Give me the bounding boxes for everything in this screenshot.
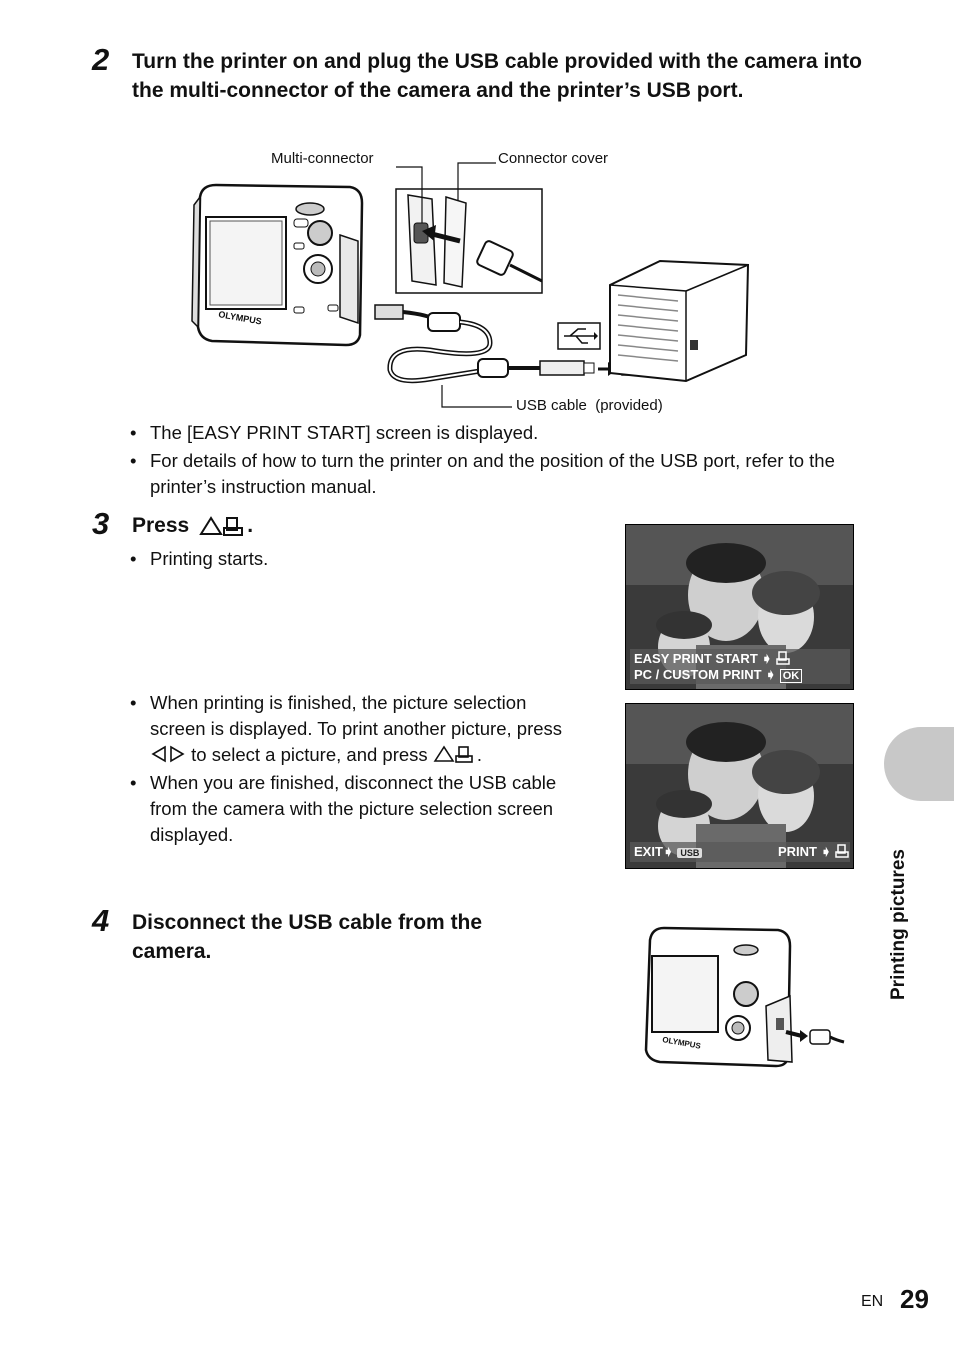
step-2-bullet: The [EASY PRINT START] screen is display… (130, 420, 860, 446)
picture-selection-screen: EXIT➧ USB PRINT ➧ (625, 703, 854, 869)
printer-illustration (609, 259, 750, 383)
family-photo (626, 704, 853, 868)
step-4-number: 4 (92, 903, 110, 938)
section-label: Printing pictures (888, 849, 909, 1000)
screen-overlay-bar (630, 649, 850, 684)
step-3-bullet: When printing is finished, the picture s… (130, 690, 570, 768)
easy-print-start-option: EASY PRINT START ➧ (634, 651, 790, 667)
step-4-heading: Disconnect the USB cable from the camera… (132, 911, 483, 963)
step-3-number: 3 (92, 506, 110, 541)
up-print-button-icon (433, 745, 473, 763)
language-code: EN (861, 1293, 884, 1310)
usb-cable-label: USB cable (provided) (516, 397, 663, 414)
step-2-heading: Turn the printer on and plug the USB cab… (132, 50, 863, 102)
section-tab (884, 727, 954, 801)
print-icon (776, 651, 790, 665)
page-number: 29 (900, 1284, 929, 1314)
connector-cover-label: Connector cover (498, 150, 609, 167)
easy-print-start-screen: EASY PRINT START ➧ PC / CUSTOM PRINT ➧ O… (625, 524, 854, 690)
step-3-bullet: Printing starts. (130, 546, 268, 572)
pc-custom-print-option: PC / CUSTOM PRINT ➧ OK (634, 667, 803, 684)
step-3-bullet: When you are finished, disconnect the US… (130, 770, 570, 848)
print-option: PRINT ➧ (778, 844, 849, 860)
step-3-heading-prefix: Press (132, 514, 190, 537)
step-2-bullet: For details of how to turn the printer o… (130, 448, 860, 500)
print-icon (835, 844, 849, 858)
exit-option: EXIT➧ USB (634, 844, 703, 861)
up-print-button-icon (199, 515, 244, 536)
camera-illustration: OLYMPUS (191, 183, 364, 347)
step-2-notes: The [EASY PRINT START] screen is display… (130, 420, 860, 500)
usb-connection-illustration: OLYMPUS (191, 162, 750, 408)
step-3-start-note: Printing starts. (130, 546, 268, 572)
step-2-number: 2 (92, 42, 110, 77)
left-right-arrow-icon (151, 745, 185, 763)
step-3-heading-suffix: . (247, 514, 254, 537)
disconnect-camera-illustration: OLYMPUS (644, 926, 845, 1068)
multi-connector-label: Multi-connector (271, 150, 374, 167)
usb-badge: USB (677, 848, 703, 858)
step-3-heading: Press . (132, 511, 253, 540)
step-3-finish-notes: When printing is finished, the picture s… (130, 690, 570, 848)
ok-icon: OK (779, 669, 803, 683)
